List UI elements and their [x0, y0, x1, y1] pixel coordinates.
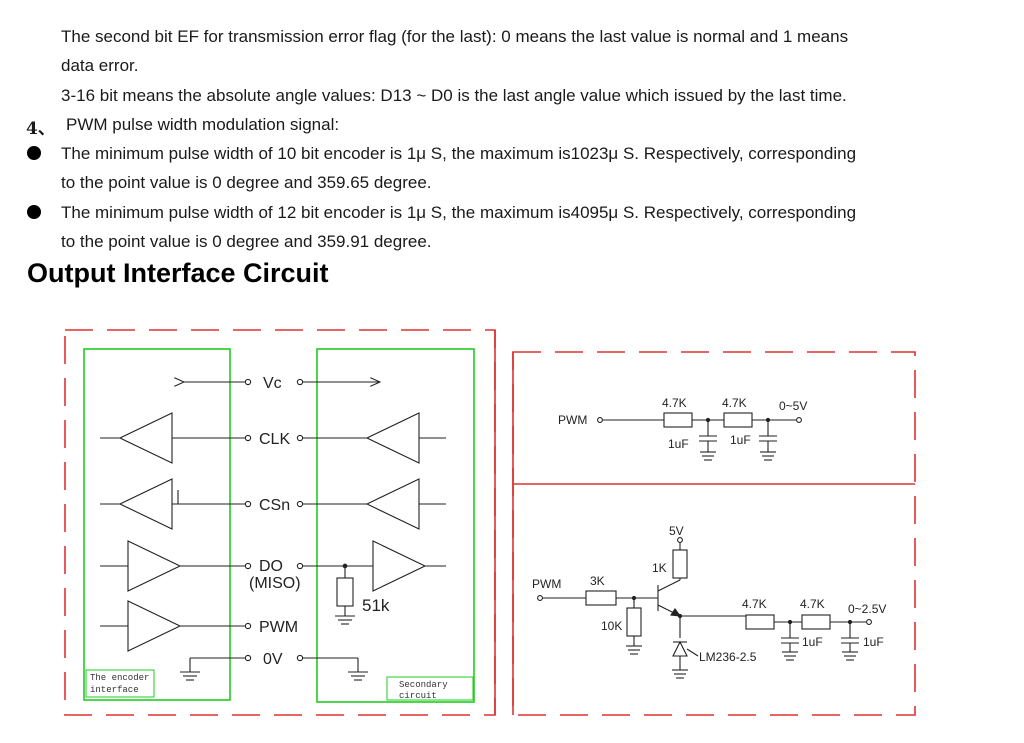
- secondary-box-label-1: Secondary: [399, 680, 448, 690]
- filter1-input-label: PWM: [558, 413, 587, 427]
- filter1-c2-label: 1uF: [730, 433, 751, 447]
- filter2-rc-label: 1K: [652, 561, 667, 575]
- pin-do-label: DO: [259, 558, 283, 575]
- pin-0v-label: 0V: [263, 651, 283, 668]
- filter2-input-label: PWM: [532, 577, 561, 591]
- filter2-reference-label: LM236-2.5: [699, 650, 757, 664]
- bullet1-line1: The minimum pulse width of 10 bit encode…: [61, 144, 857, 163]
- filter1-output-label: 0~5V: [779, 399, 807, 413]
- filter2-c1-label: 1uF: [802, 635, 823, 649]
- encoder-box-label-1: The encoder: [90, 673, 149, 683]
- filter2-c2-label: 1uF: [863, 635, 884, 649]
- pin-miso-label: (MISO): [249, 575, 301, 592]
- filter1-r2-label: 4.7K: [722, 396, 747, 410]
- bullet1-line2: to the point value is 0 degree and 359.6…: [61, 173, 432, 192]
- filter2-output-label: 0~2.5V: [848, 602, 886, 616]
- encoder-box-label-2: interface: [90, 685, 139, 695]
- encoder-interface-box: [83, 348, 231, 701]
- bullet-dot-icon: [27, 205, 41, 219]
- filter1-c1-label: 1uF: [668, 437, 689, 451]
- secondary-box-label-2: circuit: [399, 691, 437, 701]
- item-title-pwm: PWM pulse width modulation signal:: [66, 115, 340, 134]
- pullup-resistor-label: 51k: [362, 596, 390, 615]
- item-number: 4、: [26, 119, 55, 139]
- filter2-r1-label: 4.7K: [742, 597, 767, 611]
- filter2-rb-label: 3K: [590, 574, 605, 588]
- pin-vc-label: Vc: [263, 375, 282, 392]
- secondary-circuit-box: [316, 348, 475, 703]
- section-heading: Output Interface Circuit: [27, 258, 329, 288]
- paragraph-ef-line1: The second bit EF for transmission error…: [61, 27, 849, 46]
- pin-clk-label: CLK: [259, 431, 290, 448]
- pin-csn-label: CSn: [259, 497, 290, 514]
- bullet2-line2: to the point value is 0 degree and 359.9…: [61, 232, 432, 251]
- paragraph-angle-bits: 3-16 bit means the absolute angle values…: [61, 86, 847, 105]
- bullet2-line1: The minimum pulse width of 12 bit encode…: [61, 203, 857, 222]
- filter2-rpd-label: 10K: [601, 619, 622, 633]
- bullet-dot-icon: [27, 146, 41, 160]
- paragraph-ef-line2: data error.: [61, 56, 139, 75]
- filter1-r1-label: 4.7K: [662, 396, 687, 410]
- pin-pwm-label: PWM: [259, 619, 298, 636]
- left-frame: [64, 329, 496, 716]
- filter2-supply-label: 5V: [669, 524, 684, 538]
- filter2-r2-label: 4.7K: [800, 597, 825, 611]
